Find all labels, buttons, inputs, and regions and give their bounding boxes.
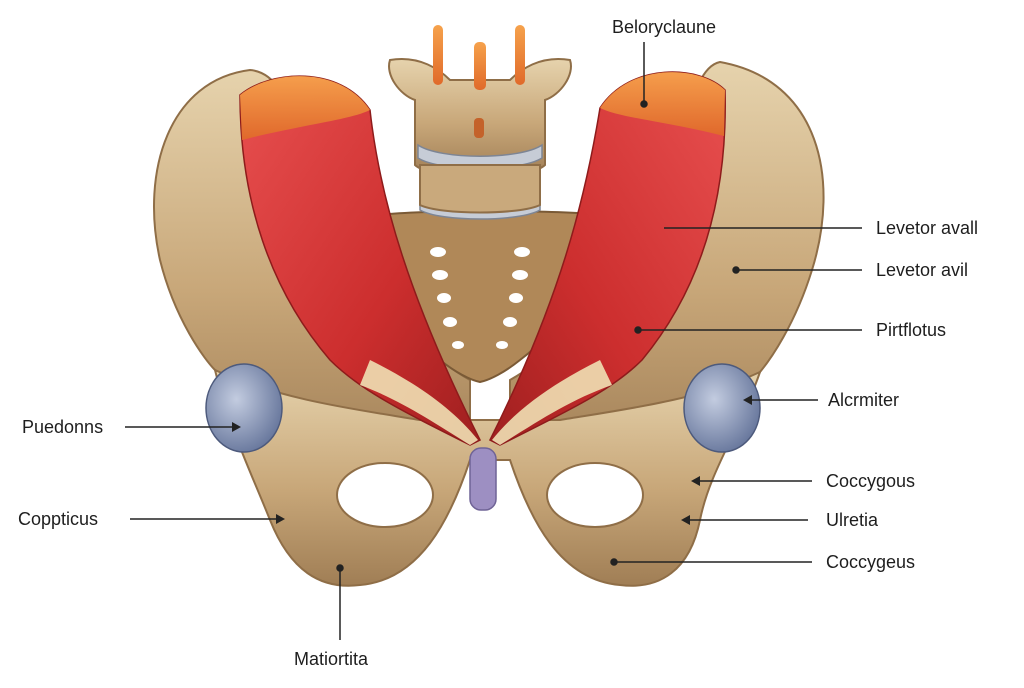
label-left-1: Puedonns <box>22 417 104 437</box>
label-right-4: Alcrmiter <box>828 390 899 410</box>
left-muscle-tendon <box>240 76 370 140</box>
lower-pelvis <box>213 368 762 587</box>
nerve-roots <box>433 25 525 90</box>
right-muscle-fascia <box>492 360 612 445</box>
pubic-symphysis <box>469 447 497 511</box>
label-right-1: Levetor avall <box>876 218 979 238</box>
leader-lines <box>125 42 862 640</box>
label-top: Belorycla​une <box>612 17 717 37</box>
sacral-foramina <box>430 247 530 349</box>
left-muscle-fascia <box>360 360 478 445</box>
label-right-3: Pirtflotus <box>876 320 947 340</box>
label-bottom: Matiortita <box>294 649 369 669</box>
left-obturator-foramen <box>336 462 434 528</box>
leader-arrowheads <box>232 395 752 525</box>
label-left-2: Coppticus <box>18 509 99 529</box>
spinal-canal-mark <box>474 118 484 138</box>
vertebral-body <box>419 164 541 214</box>
left-acetabulum <box>205 363 283 453</box>
label-right-7: Coccygeus <box>826 552 916 572</box>
right-acetabulum <box>683 363 761 453</box>
label-right-5: Coccygous <box>826 471 916 491</box>
label-right-6: Ulretia <box>826 510 879 530</box>
right-obturator-foramen <box>546 462 644 528</box>
right-muscle-tendon <box>600 72 725 136</box>
label-right-2: Levetor avil <box>876 260 969 280</box>
lumbar-vertebra <box>388 58 572 178</box>
